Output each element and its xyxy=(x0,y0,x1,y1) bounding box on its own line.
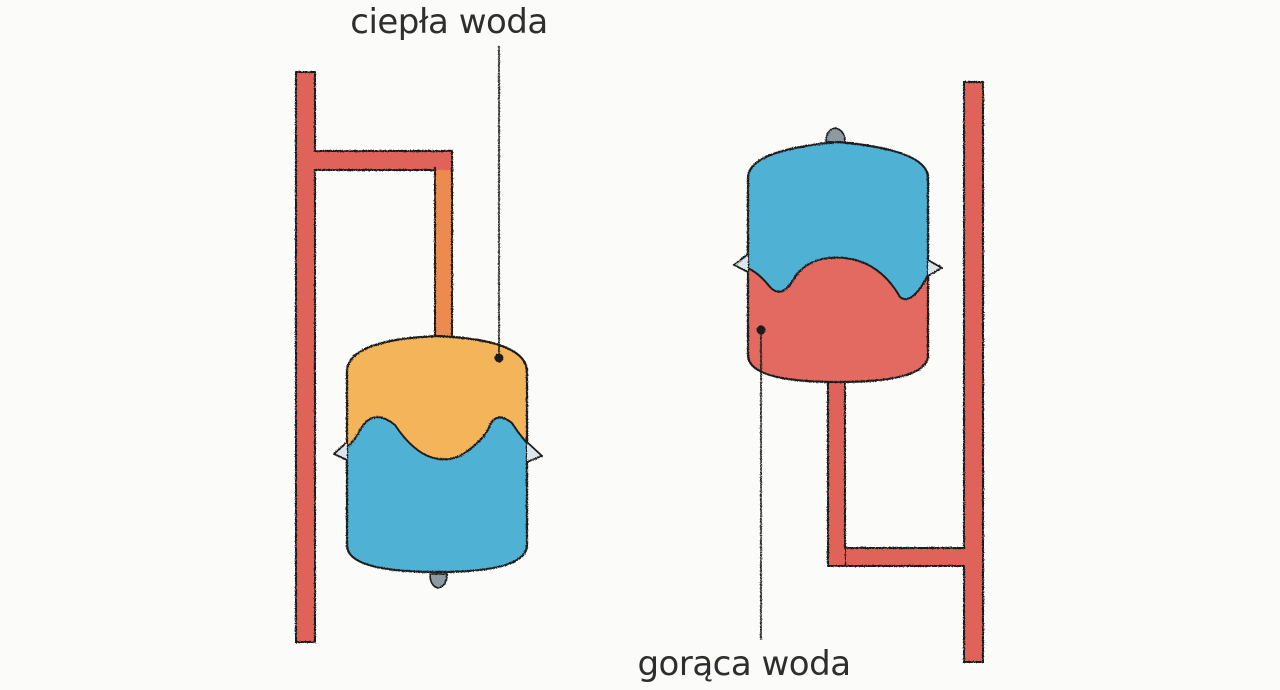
right-pipe-system xyxy=(827,81,984,663)
left-tank-left-flange xyxy=(332,441,348,461)
hot-water-leader-dot xyxy=(756,325,766,335)
right-tank-outline xyxy=(746,140,930,384)
right-tank-right-flange xyxy=(927,259,944,277)
left-tank-right-flange xyxy=(526,441,544,463)
left-horizontal-pipe xyxy=(314,150,453,171)
left-vertical-main-pipe xyxy=(295,71,316,643)
hot-water-label: gorąca woda xyxy=(637,644,850,684)
left-expansion-tank xyxy=(332,334,544,589)
warm-water-leader-dot xyxy=(494,353,504,363)
left-tank-valve xyxy=(429,573,448,589)
left-expansion-assembly xyxy=(295,46,544,643)
warm-water-label: ciepła woda xyxy=(350,2,547,42)
left-drop-pipe xyxy=(434,167,453,339)
right-tank-valve xyxy=(825,127,846,143)
right-horizontal-pipe xyxy=(827,547,965,567)
left-tank-cold-water xyxy=(347,417,527,572)
right-rise-pipe xyxy=(827,381,846,567)
left-tank-outline xyxy=(345,334,529,574)
right-tank-membrane xyxy=(739,256,941,300)
right-tank-hot-water xyxy=(748,257,928,382)
right-expansion-assembly xyxy=(732,81,984,663)
right-expansion-tank xyxy=(732,127,944,384)
left-pipe-system xyxy=(295,71,453,643)
right-tank-left-flange xyxy=(732,253,749,273)
right-vertical-main-pipe xyxy=(963,81,984,663)
left-tank-membrane xyxy=(339,416,541,461)
